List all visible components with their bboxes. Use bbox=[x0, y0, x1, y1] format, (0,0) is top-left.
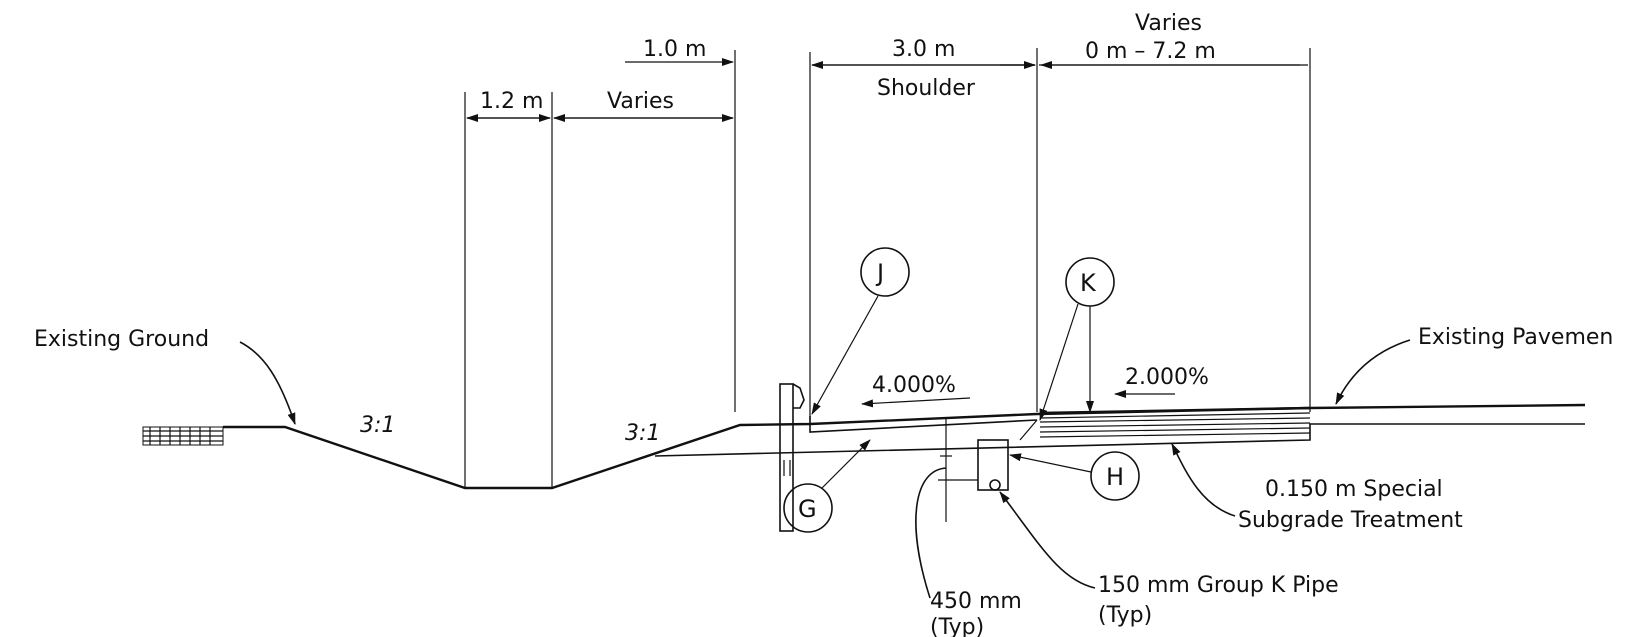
dim-1-0m: 1.0 m bbox=[643, 37, 706, 62]
depth-dimension bbox=[915, 418, 978, 599]
pipe-symbol bbox=[989, 479, 1001, 491]
existing-pavement-label: Existing Pavemen bbox=[1418, 325, 1613, 350]
ground-profile bbox=[223, 403, 1586, 490]
callout-j: J bbox=[875, 259, 884, 287]
dim-range: 0 m – 7.2 m bbox=[1085, 39, 1216, 64]
guardrail-post bbox=[779, 383, 805, 532]
existing-ground-leader bbox=[239, 341, 296, 425]
dim-varies-left: Varies bbox=[607, 89, 674, 114]
subgrade-leader bbox=[1171, 443, 1236, 517]
dim-3-0m: 3.0 m bbox=[892, 37, 955, 62]
subgrade-label-line2: Subgrade Treatment bbox=[1238, 508, 1463, 533]
callout-g: G bbox=[798, 495, 817, 523]
slope-left: 3:1 bbox=[360, 413, 395, 438]
callout-h: H bbox=[1106, 463, 1124, 491]
extension-lines bbox=[464, 48, 1311, 488]
callout-j-circle bbox=[860, 247, 910, 297]
callout-h-circle bbox=[1090, 451, 1140, 501]
existing-pavement-leader bbox=[1335, 339, 1411, 405]
depth-label-line2: (Typ) bbox=[930, 615, 984, 637]
existing-ground-label: Existing Ground bbox=[34, 327, 209, 352]
ground-hatch bbox=[142, 426, 224, 446]
shoulder-base bbox=[809, 416, 1038, 433]
dim-1-2m: 1.2 m bbox=[480, 89, 543, 114]
dimension-lines bbox=[466, 58, 1308, 122]
shoulder-grade-arrow bbox=[861, 397, 971, 408]
pavement-bottom bbox=[654, 423, 1585, 457]
depth-label-line1: 450 mm bbox=[930, 589, 1022, 614]
pipe-label-line2: (Typ) bbox=[1098, 603, 1152, 628]
dim-varies-top: Varies bbox=[1135, 11, 1202, 36]
pavement-layers bbox=[1039, 406, 1311, 438]
callout-k: K bbox=[1080, 269, 1097, 297]
pavement-grade: 2.000% bbox=[1125, 365, 1209, 390]
pipe-label-line1: 150 mm Group K Pipe bbox=[1098, 573, 1339, 598]
pipe-leader bbox=[999, 491, 1096, 589]
slope-right: 3:1 bbox=[625, 421, 660, 446]
shoulder-label: Shoulder bbox=[877, 76, 976, 101]
underdrain-trench bbox=[977, 439, 1009, 491]
callout-g-circle bbox=[783, 483, 833, 533]
subgrade-label-line1: 0.150 m Special bbox=[1265, 477, 1443, 502]
shoulder-grade: 4.000% bbox=[872, 373, 956, 398]
